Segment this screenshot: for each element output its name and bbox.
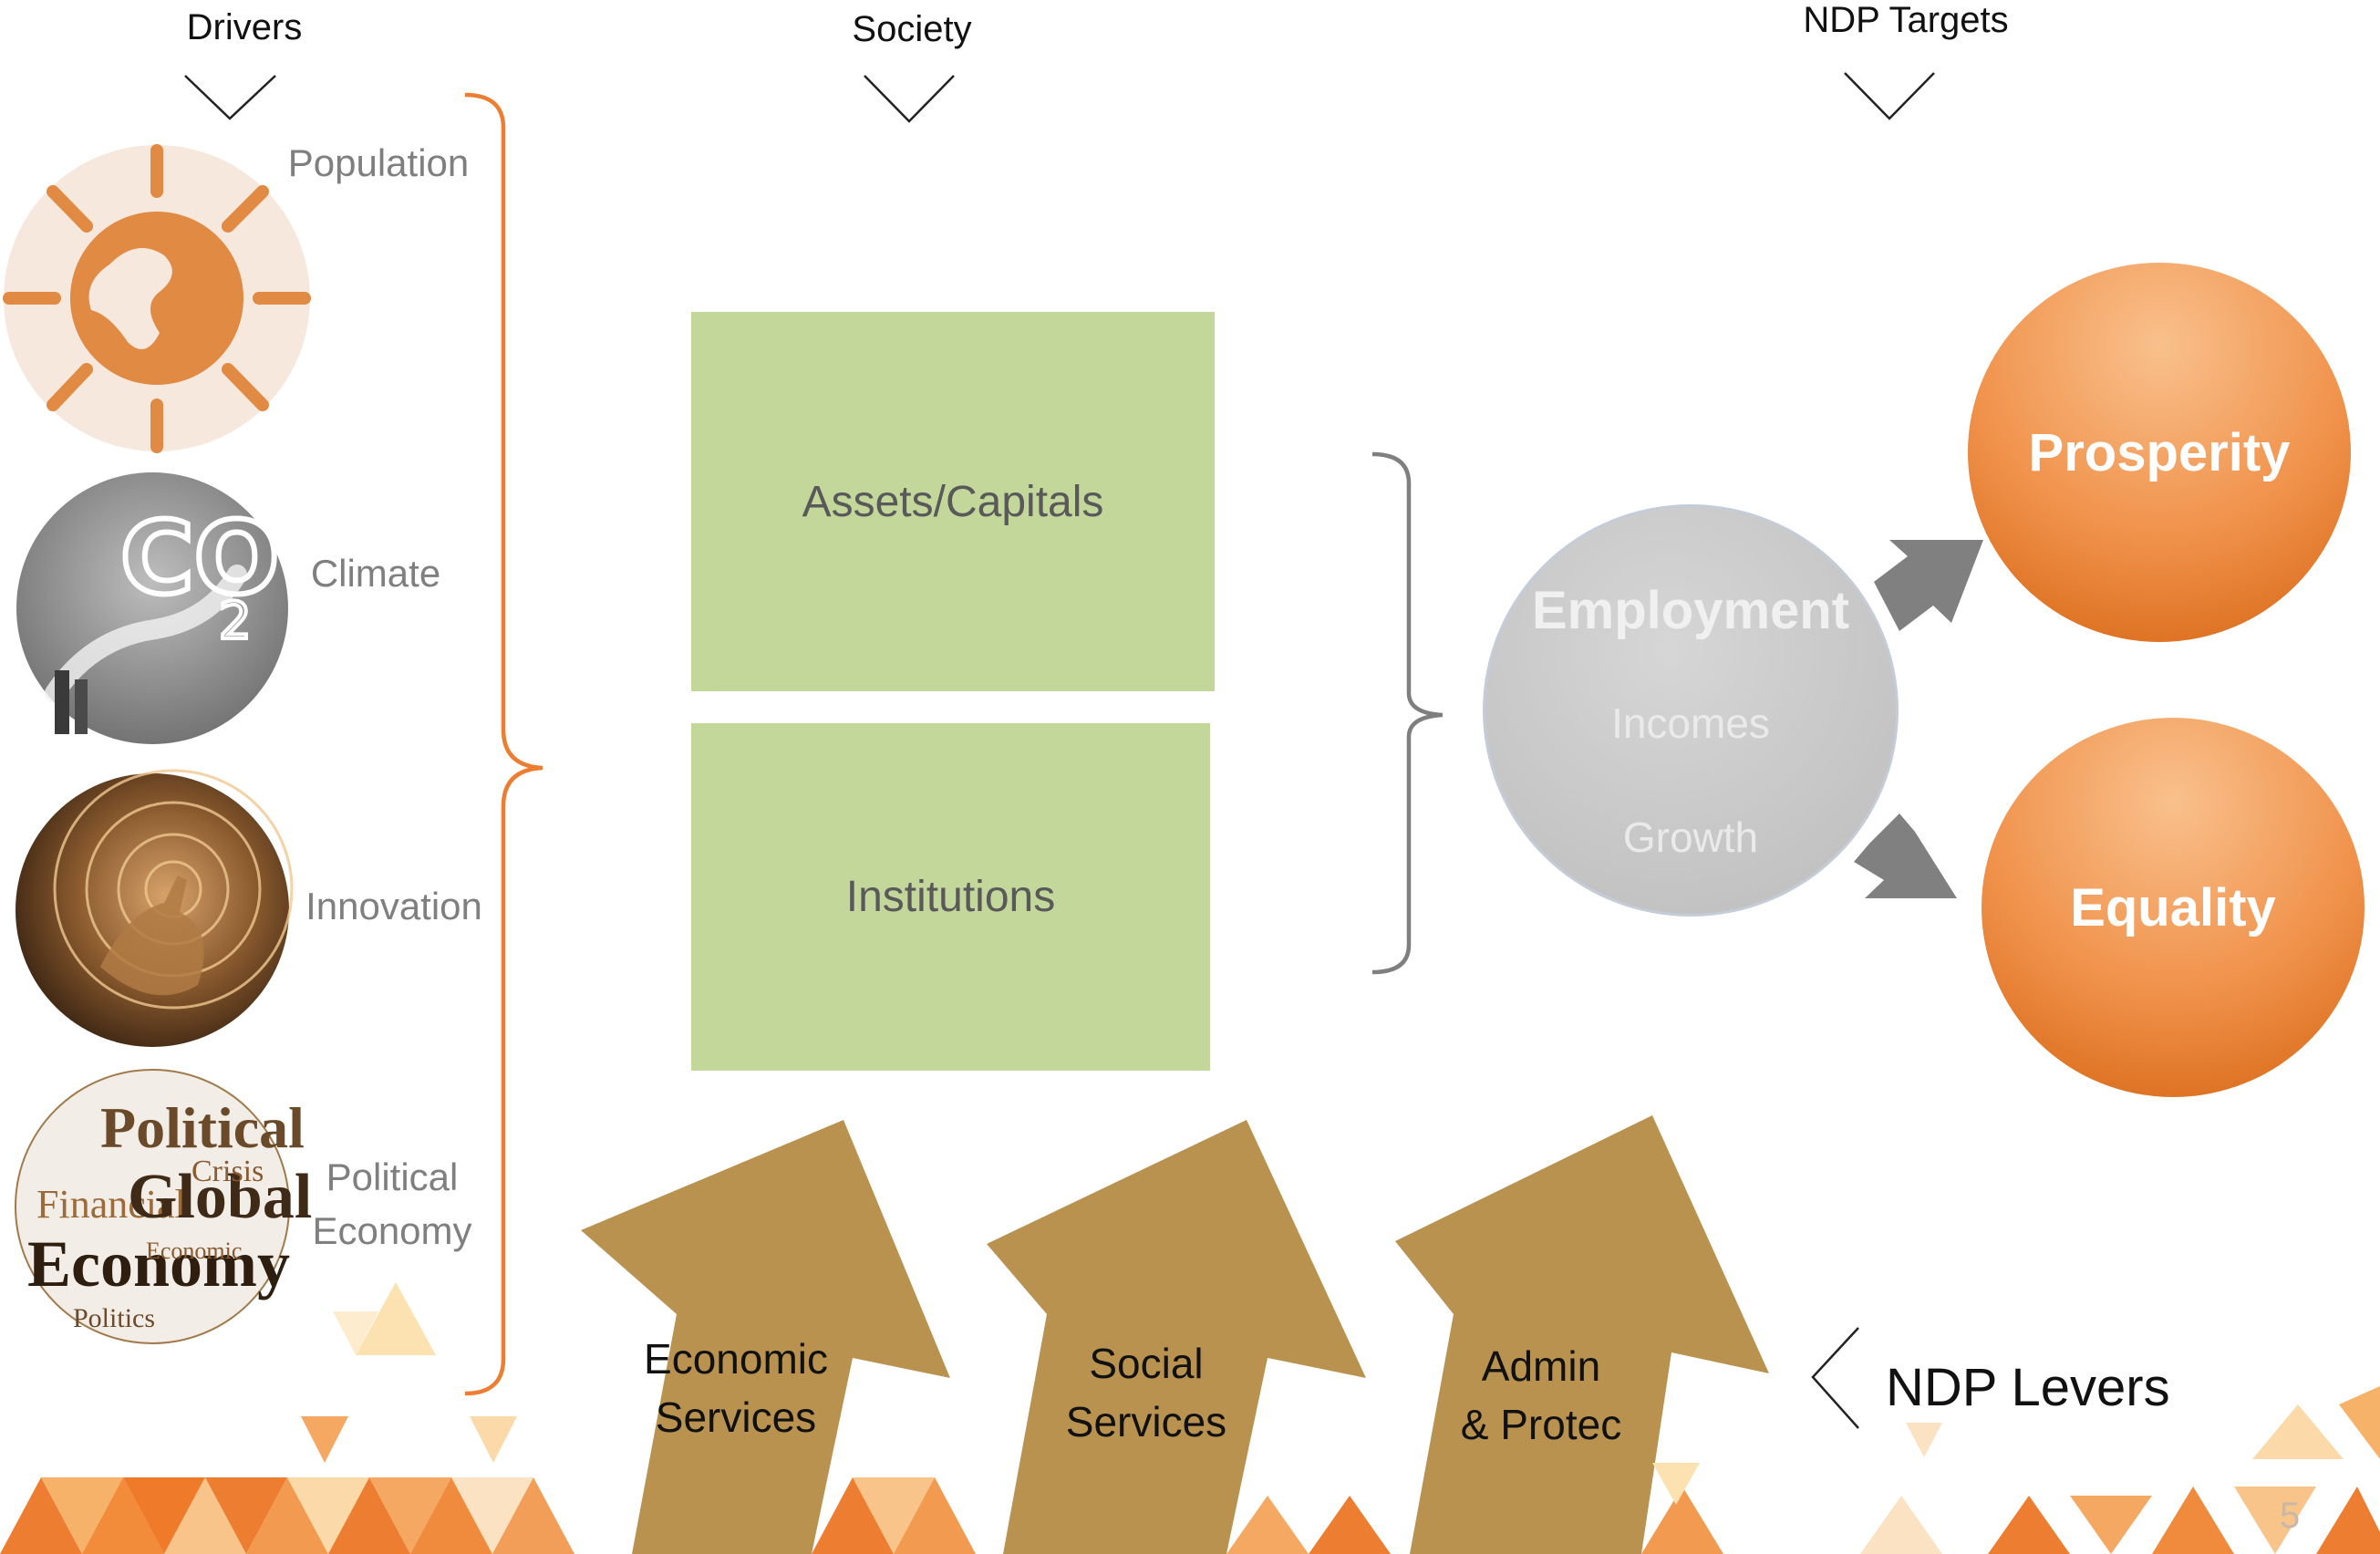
innovation-tech-icon (16, 769, 294, 1047)
lever-economic-line1: Economic (644, 1335, 828, 1383)
arrow-to-equality-icon (1854, 813, 1957, 898)
lever-economic-services: Economic Services (622, 1330, 850, 1447)
driver-label-political-economy: Political Economy (301, 1151, 483, 1259)
employment-growth: Growth (1622, 813, 1759, 861)
institutions-box: Institutions (691, 723, 1210, 1071)
lever-social-line1: Social (1089, 1340, 1204, 1387)
driver-label-climate: Climate (310, 552, 441, 595)
society-brace (1371, 451, 1444, 975)
svg-text:Economic: Economic (146, 1238, 242, 1264)
driver-label-population: Population (287, 141, 470, 184)
population-globe-icon (3, 144, 311, 453)
political-economy-wordcloud-icon: Political Financial Global Economy Crisi… (15, 1069, 312, 1344)
lever-admin-line2: & Protec (1460, 1401, 1622, 1449)
drivers-chevron-icon (184, 75, 276, 120)
employment-incomes: Incomes (1611, 699, 1770, 747)
driver-label-political: Political (326, 1155, 459, 1198)
lever-arrows (581, 1115, 1769, 1554)
employment-circle: Employment Incomes Growth (1483, 504, 1899, 917)
lever-economic-line2: Services (655, 1393, 817, 1442)
co2-smoke-icon: CO 2 (16, 472, 288, 744)
svg-text:Financial: Financial (36, 1182, 186, 1227)
decorative-triangle-pattern (0, 1282, 2380, 1554)
ndp-levers-label: NDP Levers (1886, 1358, 2170, 1417)
equality-circle: Equality (1982, 718, 2364, 1097)
lever-admin-protec: Admin & Protec (1427, 1337, 1655, 1455)
lever-social-services: Social Services (1032, 1334, 1260, 1452)
driver-label-economy: Economy (312, 1208, 472, 1252)
levers-chevron-icon (1811, 1327, 1859, 1429)
svg-text:CO: CO (120, 500, 279, 616)
lever-admin-line1: Admin (1481, 1342, 1601, 1390)
page-number: 5 (2280, 1496, 2301, 1536)
employment-title: Employment (1531, 581, 1850, 640)
economic-lever-arrow-icon (581, 1120, 950, 1554)
drivers-brace (464, 92, 543, 1396)
targets-chevron-icon (1844, 72, 1935, 120)
assets-capitals-box: Assets/Capitals (691, 312, 1215, 691)
header-ndp-targets: NDP Targets (1803, 0, 2009, 40)
social-lever-arrow-icon (987, 1120, 1366, 1554)
society-chevron-icon (864, 75, 955, 123)
admin-lever-arrow-icon (1395, 1115, 1769, 1554)
svg-text:Politics: Politics (73, 1303, 155, 1333)
lever-social-line2: Services (1065, 1398, 1227, 1446)
header-drivers: Drivers (186, 7, 303, 47)
svg-text:2: 2 (219, 592, 252, 651)
svg-text:Political: Political (100, 1095, 305, 1160)
arrow-to-prosperity-icon (1874, 540, 1983, 631)
prosperity-circle: Prosperity (1968, 263, 2351, 642)
svg-text:Economy: Economy (27, 1228, 290, 1300)
driver-label-innovation: Innovation (305, 885, 482, 927)
svg-text:Global: Global (128, 1162, 312, 1232)
svg-text:Crisis: Crisis (191, 1155, 264, 1188)
header-society: Society (852, 9, 972, 49)
